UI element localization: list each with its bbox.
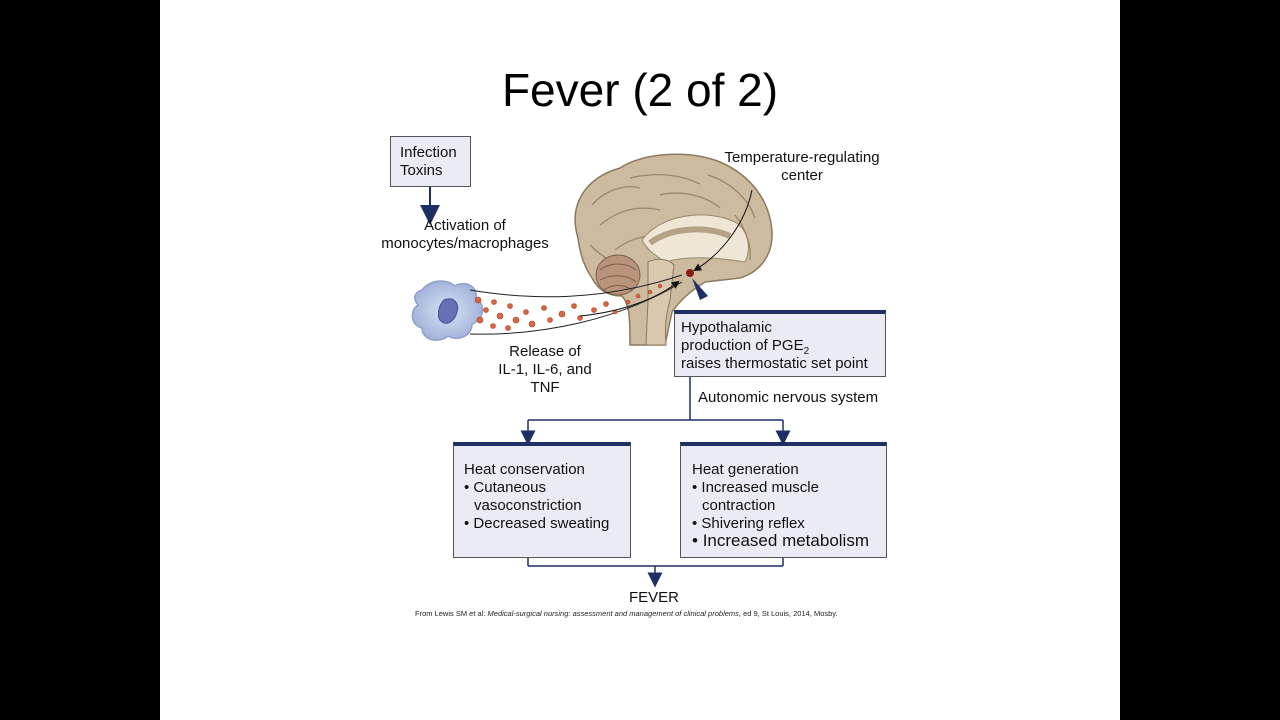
activation-label: Activation of monocytes/macrophages	[365, 217, 565, 253]
activation-label-line2: monocytes/macrophages	[381, 235, 549, 252]
heat-conservation-bullet-1-cont: vasoconstriction	[474, 497, 582, 514]
autonomic-label: Autonomic nervous system	[698, 389, 879, 406]
temperature-center-label-line2: center	[781, 167, 823, 184]
heat-conservation-bullet-1: • Cutaneous	[464, 479, 546, 496]
cytokine-release-label: Release of IL-1, IL-6, and TNF	[470, 343, 620, 397]
macrophage-cell	[411, 280, 484, 341]
heat-generation-bullet-1-cont: contraction	[702, 497, 776, 514]
fever-diagram-graphics	[411, 153, 861, 588]
temperature-center-label: Temperature-regulating center	[692, 149, 912, 185]
release-label-line3: TNF	[530, 379, 560, 396]
release-label-line1: Release of	[509, 343, 581, 360]
pge-label: production of PGE	[681, 337, 804, 354]
brain-illustration	[574, 153, 773, 346]
hypothalamic-box: Hypothalamic production of PGE2 raises t…	[674, 310, 886, 377]
heat-generation-bullet-2-text: Shivering reflex	[701, 515, 805, 532]
citation-suffix: ed 9, St Louis, 2014, Mosby.	[740, 609, 838, 618]
infection-label: Infection	[400, 144, 457, 161]
heat-conservation-bullet-1-text: Cutaneous	[473, 479, 546, 496]
temperature-center-pointer-arrow	[693, 189, 753, 272]
pge-subscript: 2	[803, 346, 810, 357]
heat-generation-bullet-3-text: Increased metabolism	[702, 531, 869, 550]
slide-title: Fever (2 of 2)	[501, 64, 779, 116]
heat-conservation-heading: Heat conservation	[464, 461, 585, 478]
heat-conservation-bullet-2-text: Decreased sweating	[473, 515, 610, 532]
cytokine-to-hypothalamus-arrow	[579, 280, 680, 317]
heat-generation-box: Heat generation • Increased muscle contr…	[680, 442, 887, 558]
heat-generation-bullet-1-text: Increased muscle	[701, 479, 819, 496]
infection-toxins-box: Infection Toxins	[390, 136, 471, 187]
citation-prefix: From Lewis SM et al:	[415, 609, 488, 618]
citation: From Lewis SM et al: Medical-surgical nu…	[415, 609, 838, 618]
hypothalamic-line3: raises thermostatic set point	[681, 355, 868, 372]
heat-generation-heading: Heat generation	[692, 461, 799, 478]
heat-generation-bullet-2: • Shivering reflex	[692, 515, 805, 532]
activation-label-line1: Activation of	[424, 217, 506, 234]
heat-conservation-box: Heat conservation • Cutaneous vasoconstr…	[453, 442, 631, 558]
slide: Fever (2 of 2)	[160, 0, 1120, 720]
heat-generation-bullet-3: • Increased metabolism	[692, 531, 869, 550]
release-label-line2: IL-1, IL-6, and	[498, 361, 592, 378]
temperature-center-label-line1: Temperature-regulating	[724, 149, 880, 166]
fever-label: FEVER	[629, 589, 680, 606]
toxins-label: Toxins	[400, 162, 443, 179]
hypothalamic-line2: production of PGE2	[681, 337, 809, 361]
heat-generation-bullet-1: • Increased muscle	[692, 479, 819, 496]
cytokine-dots	[474, 283, 663, 331]
hypothalamic-line1: Hypothalamic	[681, 319, 772, 336]
heat-conservation-bullet-2: • Decreased sweating	[464, 515, 610, 532]
cytokine-stream-upper-line	[469, 274, 683, 298]
citation-title: Medical-surgical nursing: assessment and…	[487, 609, 741, 618]
